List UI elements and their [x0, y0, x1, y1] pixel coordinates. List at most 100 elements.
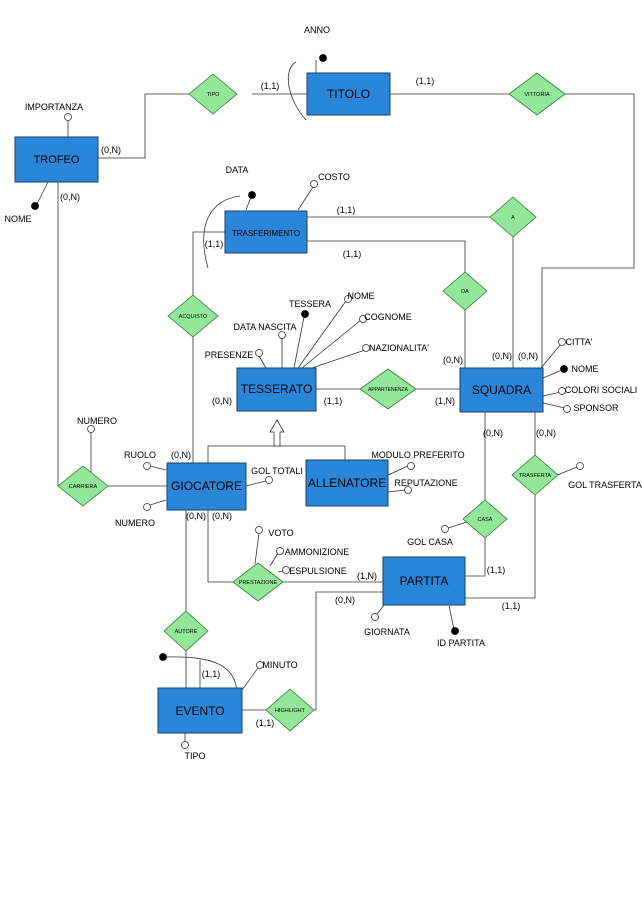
attr-nome-squadra: NOME — [572, 364, 599, 374]
attribute-dot — [359, 315, 367, 323]
entities: TITOLO TROFEO TRASFERIMENTO TESSERATO SQ… — [14, 72, 544, 734]
attribute-dot — [181, 741, 189, 749]
relationship-label: AUTORE — [175, 629, 198, 635]
attribute-dot — [282, 566, 290, 574]
relationship-label: A — [511, 215, 515, 221]
entity-label: TESSERATO — [241, 382, 313, 396]
attribute-dot — [310, 180, 318, 188]
cardinality-label: (1,1) — [205, 239, 224, 249]
attribute-dot — [563, 405, 571, 413]
attr-nome: NOME — [348, 291, 375, 301]
cardinality-label: (1,1) — [343, 249, 362, 259]
attribute-dot — [278, 331, 286, 339]
attribute-dot — [255, 526, 263, 534]
attribute-dot — [404, 486, 412, 494]
key-attribute-dot — [31, 202, 39, 210]
attr-colori-sociali: COLORI SOCIALI — [565, 385, 638, 395]
attr-ammonizione: AMMONIZIONE — [285, 547, 350, 557]
attribute-dot — [276, 547, 284, 555]
attr-importanza: IMPORTANZA — [25, 102, 83, 112]
cardinality-label: (1,1) — [487, 565, 506, 575]
attr-nome-trofeo: NOME — [5, 214, 32, 224]
attr-ruolo: RUOLO — [124, 450, 156, 460]
attributes: ANNO IMPORTANZA NOME DATA COSTO TESSERA … — [5, 25, 642, 761]
attr-costo: COSTO — [318, 172, 350, 182]
attribute-dot — [558, 338, 566, 346]
relationship-da: DA — [442, 271, 488, 311]
relationship-a: A — [489, 196, 537, 238]
attr-anno: ANNO — [304, 25, 330, 35]
attr-presenze: PRESENZE — [205, 350, 254, 360]
entity-label: PARTITA — [400, 574, 449, 588]
cardinalities: (1,1) (1,1) (0,N) (0,N) (1,1) (1,1) (1,1… — [60, 76, 556, 728]
entity-label: TITOLO — [327, 87, 370, 101]
entity-label: TRASFERIMENTO — [232, 229, 300, 238]
key-attribute-dot — [319, 54, 327, 62]
relationship-label: HIGHLIGHT — [275, 708, 306, 714]
attribute-dot — [143, 503, 151, 511]
cardinality-label: (0,N) — [101, 145, 121, 155]
relationship-label: VITTORIA — [524, 92, 550, 98]
attribute-dot — [558, 387, 566, 395]
entity-label: EVENTO — [175, 704, 224, 718]
entity-partita: PARTITA — [382, 556, 466, 606]
cardinality-label: (1,1) — [202, 669, 221, 679]
attribute-dot — [371, 613, 379, 621]
relationship-acquisto: ACQUISTO — [167, 294, 219, 338]
attr-numero-giocatore: NUMERO — [115, 518, 155, 528]
relationship-appartenenza: APPARTENENZA — [359, 368, 417, 410]
attribute-dot — [143, 462, 151, 470]
cardinality-label: (0,N) — [60, 192, 80, 202]
entity-squadra: SQUADRA — [459, 367, 544, 413]
relationship-autore: AUTORE — [163, 610, 209, 652]
attribute-dot — [255, 349, 263, 357]
attr-data-nascita: DATA NASCITA — [233, 322, 296, 332]
attribute-dot — [441, 525, 449, 533]
attribute-dot — [344, 295, 352, 303]
cardinality-label: (0,N) — [212, 511, 232, 521]
key-attribute-dot — [248, 191, 256, 199]
attr-numero-carriera: NUMERO — [77, 416, 117, 426]
entity-label: GIOCATORE — [171, 479, 242, 493]
cardinality-label: (1,1) — [261, 81, 280, 91]
cardinality-label: (0,N) — [536, 428, 556, 438]
cardinality-label: (1,N) — [357, 571, 377, 581]
relationship-tipo: TIPO — [188, 73, 238, 115]
cardinality-label: (1,1) — [324, 396, 343, 406]
relationship-highlight: HIGHLIGHT — [265, 688, 315, 732]
attr-giornata: GIORNATA — [364, 627, 410, 637]
cardinality-label: (0,N) — [492, 351, 512, 361]
cardinality-label: (0,N) — [186, 511, 206, 521]
attr-cognome: COGNOME — [364, 312, 412, 322]
attr-modulo-preferito: MODULO PREFERITO — [371, 450, 464, 460]
attribute-dot — [64, 113, 72, 121]
attr-tessera: TESSERA — [289, 299, 331, 309]
cardinality-label: (0,N) — [212, 396, 232, 406]
attr-citta: CITTA' — [565, 337, 592, 347]
relationship-label: CASA — [478, 517, 493, 523]
attr-gol-casa: GOL CASA — [407, 537, 453, 547]
relationship-label: CARRIERA — [69, 484, 98, 490]
entity-trofeo: TROFEO — [14, 136, 99, 183]
cardinality-label: (1,1) — [502, 601, 521, 611]
relationships: TIPO VITTORIA A DA ACQUISTO APPARTENENZA… — [57, 72, 566, 732]
entity-giocatore: GIOCATORE — [166, 462, 247, 511]
relationship-label: DA — [461, 289, 469, 295]
entity-evento: EVENTO — [157, 687, 243, 734]
attr-tipo-evento: TIPO — [184, 751, 205, 761]
attribute-dot — [407, 462, 415, 470]
relationship-label: ACQUISTO — [179, 314, 208, 320]
attr-voto: VOTO — [268, 528, 293, 538]
relationship-label: TRASFERTA — [519, 473, 552, 479]
attribute-dot — [576, 462, 584, 470]
key-attribute-dot — [301, 310, 309, 318]
entity-titolo: TITOLO — [306, 72, 391, 116]
cardinality-label: (0,N) — [518, 351, 538, 361]
cardinality-label: (0,N) — [171, 450, 191, 460]
attr-nazionalita: NAZIONALITA' — [369, 343, 429, 353]
entity-label: ALLENATORE — [308, 476, 386, 490]
key-attribute-dot — [159, 653, 167, 661]
attribute-dot — [87, 425, 95, 433]
attr-data: DATA — [226, 165, 249, 175]
